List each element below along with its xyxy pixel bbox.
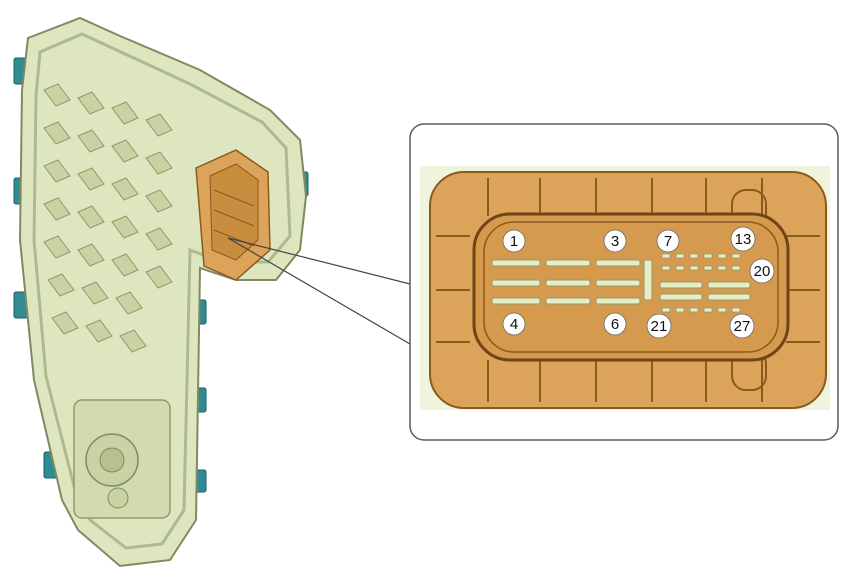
pin-label-20: 20	[749, 258, 775, 284]
pin-label-27: 27	[729, 313, 755, 339]
pin-20-text: 20	[754, 263, 771, 280]
pin-label-4: 4	[502, 312, 526, 336]
housing-rim	[32, 32, 292, 550]
pin-label-1: 1	[502, 229, 526, 253]
pin-label-13: 13	[730, 226, 756, 252]
pin-1-text: 1	[510, 233, 518, 250]
pin-27-text: 27	[734, 318, 751, 335]
terminal-slots	[491, 259, 751, 305]
cooling-fins	[43, 83, 173, 353]
pin-label-6: 6	[603, 312, 627, 336]
callout-leader-lines	[227, 237, 411, 345]
pin-21-text: 21	[651, 318, 668, 335]
pin-6-text: 6	[611, 316, 619, 333]
pin-label-21: 21	[646, 313, 672, 339]
mounting-boss	[73, 399, 171, 519]
pin-3-text: 3	[611, 233, 619, 250]
pin-label-3: 3	[603, 229, 627, 253]
pin-4-text: 4	[510, 316, 518, 333]
pin-7-text: 7	[664, 233, 672, 250]
small-terminal-grid	[661, 253, 741, 313]
pin-label-7: 7	[656, 229, 680, 253]
pin-labels: 1 3 7 13 20 4 6 21	[502, 226, 775, 339]
connector-ribs	[436, 178, 820, 402]
pin-13-text: 13	[735, 231, 752, 248]
pcm-module-icon	[13, 16, 309, 568]
module-connector	[195, 149, 271, 281]
connector-icon	[429, 171, 827, 409]
